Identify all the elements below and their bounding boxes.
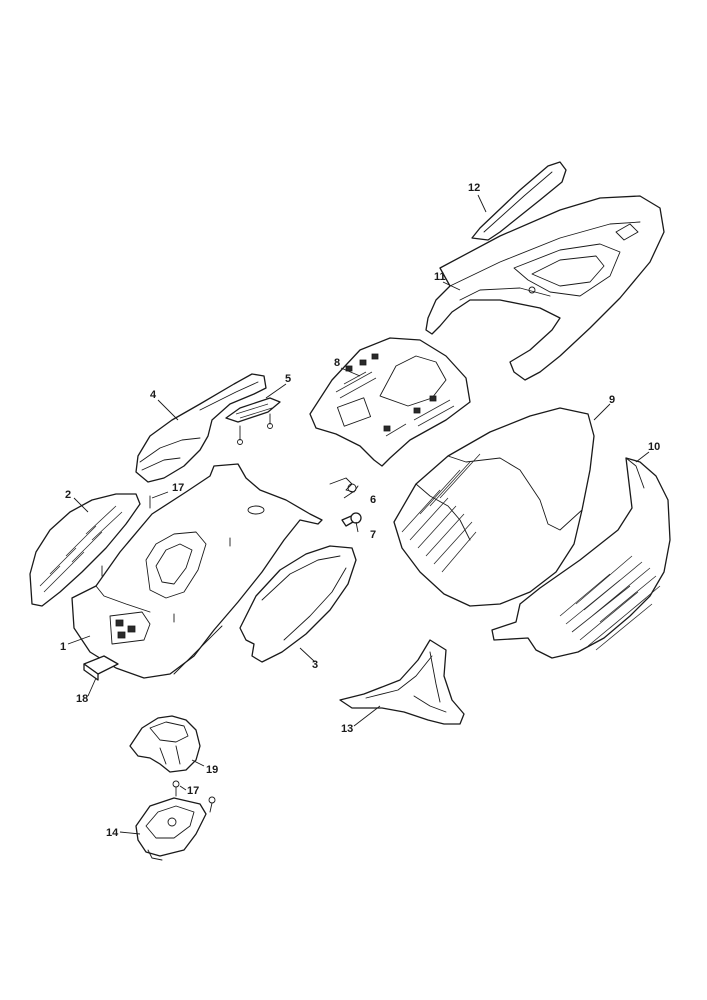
callout-17-lower: 17: [187, 785, 199, 797]
part-7-pin: [341, 512, 362, 527]
part-3-side-panel: [239, 545, 357, 663]
callout-19: 19: [206, 764, 218, 776]
part-13-bracket: [339, 639, 465, 725]
part-19-housing: [129, 715, 201, 773]
part-5-plate: [225, 397, 281, 445]
callout-10: 10: [648, 441, 660, 453]
part-18-plug: [83, 655, 119, 681]
callout-4: 4: [150, 389, 157, 401]
callout-13: 13: [341, 723, 353, 735]
callout-5: 5: [285, 373, 291, 385]
part-2-side-panel: [29, 493, 141, 607]
callout-8: 8: [334, 357, 340, 369]
part-14-switch-box: [135, 797, 207, 861]
callout-6: 6: [370, 494, 376, 506]
part-9-grass-bag: [393, 407, 595, 607]
part-4-handle-cover: [135, 373, 267, 483]
part-1-main-body: [71, 463, 323, 679]
callout-7: 7: [370, 529, 376, 541]
part-6-spring: [329, 477, 359, 493]
callout-numbers: 12 11 8 4 5 9 10 6 7 17 2 1 3 13 18 19 1…: [60, 182, 660, 839]
part-11-rear-cover: [425, 195, 665, 381]
callout-1: 1: [60, 641, 66, 653]
callout-17-upper: 17: [172, 482, 184, 494]
part-17-screws: [172, 780, 216, 813]
leader-lines: [67, 194, 650, 835]
callout-14: 14: [106, 827, 119, 839]
callout-3: 3: [312, 659, 318, 671]
callout-11: 11: [434, 271, 446, 283]
callout-9: 9: [609, 394, 615, 406]
part-10-rear-flap: [491, 457, 671, 659]
callout-12: 12: [468, 182, 480, 194]
callout-2: 2: [65, 489, 71, 501]
callout-18: 18: [76, 693, 88, 705]
part-12-handle-cap: [471, 161, 567, 241]
